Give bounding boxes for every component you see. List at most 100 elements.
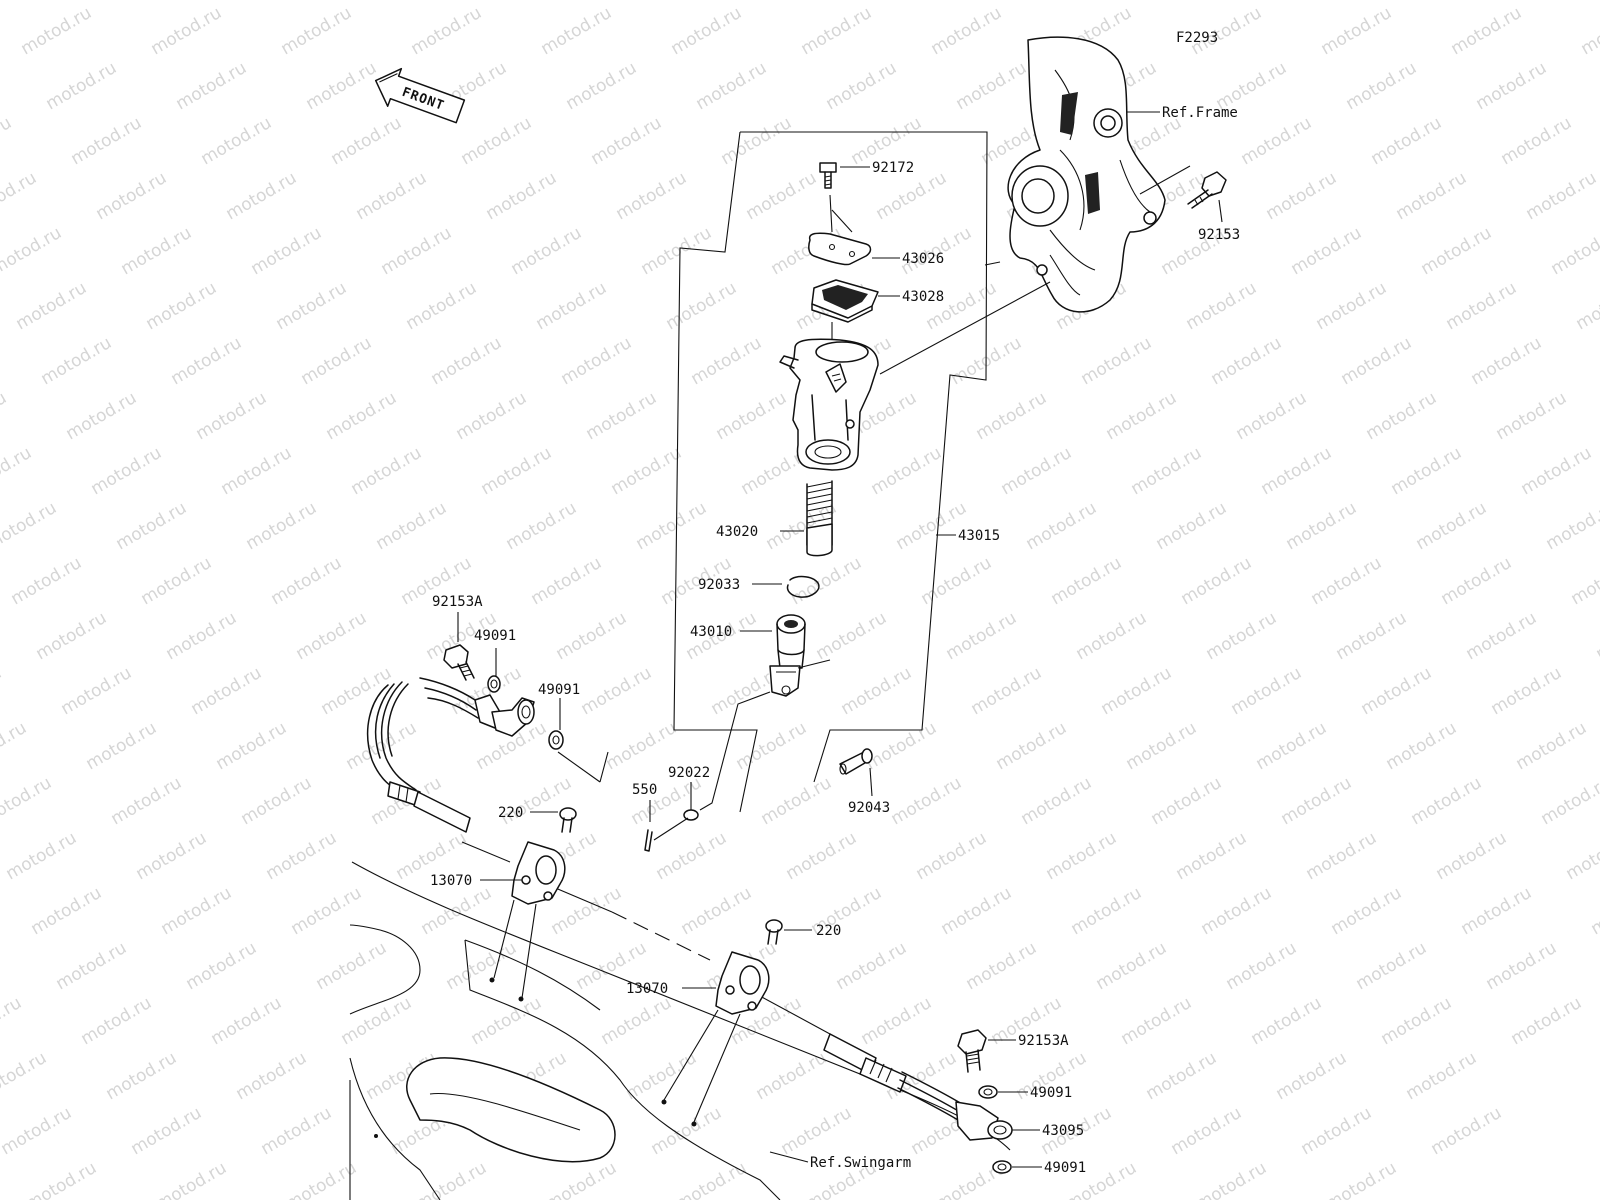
callout-43095: 43095 [1042, 1123, 1084, 1139]
watermark-text: motod.ru [528, 553, 606, 609]
watermark-text: motod.ru [1263, 168, 1341, 224]
watermark-text: motod.ru [1538, 773, 1600, 829]
callout-43020: 43020 [716, 524, 758, 540]
swingarm [349, 861, 1011, 1200]
bolt-92153A-upper [443, 644, 475, 681]
watermark-text: motod.ru [1023, 498, 1101, 554]
clamp-13070-a [511, 841, 566, 905]
watermark-text: motod.ru [1448, 3, 1526, 59]
watermark-text: motod.ru [408, 3, 486, 59]
watermark-text: motod.ru [733, 718, 811, 774]
watermark-text: motod.ru [163, 608, 241, 664]
watermark-text: motod.ru [1298, 1103, 1376, 1159]
watermark-text: motod.ru [1233, 388, 1311, 444]
watermark-text: motod.ru [113, 498, 191, 554]
watermark-text: motod.ru [993, 718, 1071, 774]
watermark-text: motod.ru [543, 1158, 621, 1200]
watermark-text: motod.ru [623, 1048, 701, 1104]
watermark-text: motod.ru [533, 278, 611, 334]
watermark-text: motod.ru [1483, 938, 1561, 994]
watermark-text: motod.ru [208, 993, 286, 1049]
watermark-text: motod.ru [338, 993, 416, 1049]
cap-43026 [808, 232, 872, 266]
watermark-text: motod.ru [688, 333, 766, 389]
clevis-pin-92043 [839, 748, 873, 775]
watermark-text: motod.ru [1173, 828, 1251, 884]
watermark-text: motod.ru [128, 1103, 206, 1159]
watermark-text: motod.ru [1463, 608, 1541, 664]
callout-92033: 92033 [698, 577, 740, 593]
piston-43010 [769, 614, 806, 697]
callout-92153: 92153 [1198, 227, 1240, 243]
watermark-text: motod.ru [673, 1158, 751, 1200]
watermark-text: motod.ru [0, 1048, 50, 1104]
watermark-text: motod.ru [1193, 1158, 1271, 1200]
watermark-text: motod.ru [168, 333, 246, 389]
watermark-text: motod.ru [1488, 663, 1566, 719]
watermark-text: motod.ru [1323, 1158, 1401, 1200]
watermark-text: motod.ru [503, 498, 581, 554]
watermark-text: motod.ru [1458, 883, 1536, 939]
callout-13070-a: 13070 [430, 873, 472, 889]
watermark-text: motod.ru [1593, 608, 1600, 664]
watermark-text: motod.ru [1428, 1103, 1506, 1159]
watermark-text: motod.ru [1128, 443, 1206, 499]
watermark-text: motod.ru [1253, 718, 1331, 774]
watermark-text: motod.ru [563, 58, 641, 114]
watermark-text: motod.ru [378, 223, 456, 279]
watermark-text: motod.ru [53, 938, 131, 994]
watermark-text: motod.ru [1568, 553, 1600, 609]
watermark-text: motod.ru [583, 388, 661, 444]
watermark-text: motod.ru [43, 58, 121, 114]
watermark-text: motod.ru [1288, 223, 1366, 279]
watermark-text: motod.ru [548, 883, 626, 939]
watermark-text: motod.ru [233, 1048, 311, 1104]
watermark-text: motod.ru [1358, 663, 1436, 719]
watermark-text: motod.ru [678, 883, 756, 939]
watermark-text: motod.ru [1183, 278, 1261, 334]
watermark-text: motod.ru [1353, 938, 1431, 994]
watermark-text: motod.ru [283, 1158, 361, 1200]
watermark-text: motod.ru [1413, 498, 1491, 554]
watermark-text: motod.ru [118, 223, 196, 279]
watermark-text: motod.ru [758, 773, 836, 829]
callout-92153A-bottom: 92153A [1018, 1033, 1069, 1049]
watermark-text: motod.ru [1198, 883, 1276, 939]
watermark-text: motod.ru [598, 993, 676, 1049]
watermark-text: motod.ru [888, 773, 966, 829]
watermark-text: motod.ru [1433, 828, 1511, 884]
watermark-text: motod.ru [1403, 1048, 1481, 1104]
watermark-text: motod.ru [258, 1103, 336, 1159]
watermark-text: motod.ru [1493, 388, 1571, 444]
watermark-text: motod.ru [1228, 663, 1306, 719]
watermark-text: motod.ru [268, 553, 346, 609]
watermark-text: motod.ru [1578, 3, 1600, 59]
watermark-text: motod.ru [93, 168, 171, 224]
watermark-text: motod.ru [108, 773, 186, 829]
washer-92022 [683, 809, 699, 821]
watermark-text: motod.ru [453, 388, 531, 444]
callout-550: 550 [632, 782, 657, 798]
watermark-text: motod.ru [953, 58, 1031, 114]
watermark-text: motod.ru [1103, 388, 1181, 444]
watermark-text: motod.ru [263, 828, 341, 884]
clamp-13070-b [715, 951, 770, 1015]
watermark-text: motod.ru [1303, 828, 1381, 884]
watermark-text: motod.ru [778, 1103, 856, 1159]
watermark-text: motod.ru [798, 3, 876, 59]
watermark-text: motod.ru [1508, 993, 1586, 1049]
ref-swingarm-label: Ref.Swingarm [810, 1155, 911, 1171]
watermark-text: motod.ru [1068, 883, 1146, 939]
watermark-text: motod.ru [1178, 553, 1256, 609]
watermark-text: motod.ru [1388, 443, 1466, 499]
watermark-text: motod.ru [153, 1158, 231, 1200]
assembly-outline [673, 131, 988, 813]
callout-43028: 43028 [902, 289, 944, 305]
screw-220-a [559, 807, 577, 833]
watermark-text: motod.ru [998, 443, 1076, 499]
watermark-text: motod.ru [1423, 0, 1501, 4]
watermark-text: motod.ru [1078, 333, 1156, 389]
watermark-text: motod.ru [3, 828, 81, 884]
watermark-text: motod.ru [1048, 553, 1126, 609]
